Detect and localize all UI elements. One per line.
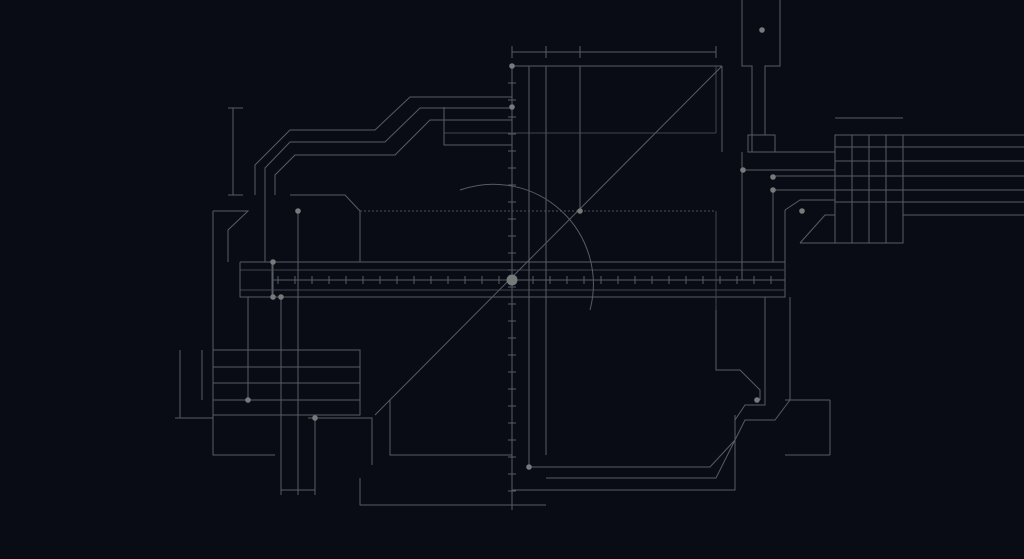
node-dots [245,27,805,470]
top-frame [360,46,723,465]
left-traces [175,96,546,506]
bottom-frame [389,297,831,491]
right-traces [741,0,1024,280]
vertical-ruler-ticks [508,82,516,492]
